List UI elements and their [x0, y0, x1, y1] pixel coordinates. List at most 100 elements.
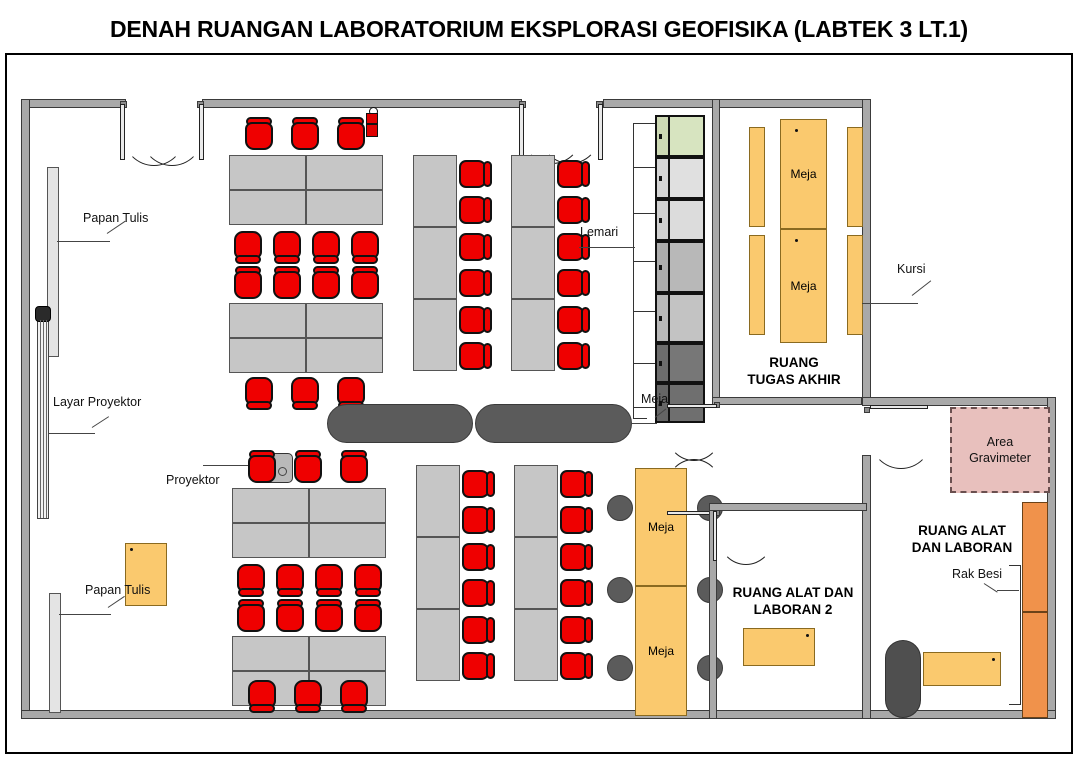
- cabinet: [655, 293, 705, 343]
- chair: [233, 266, 263, 299]
- door-leaf-ta-a: [667, 404, 717, 408]
- chair: [462, 615, 495, 645]
- leader-kursi-diag: [911, 280, 932, 296]
- chair: [350, 266, 380, 299]
- door-arc-ta-b: [667, 459, 721, 513]
- leader-proyektor: [203, 465, 259, 466]
- table: [514, 609, 558, 681]
- chair: [314, 564, 344, 597]
- chair: [560, 505, 593, 535]
- cabinet-door: [657, 243, 670, 291]
- chair: [275, 564, 305, 597]
- label-proyektor: Proyektor: [166, 473, 220, 487]
- leader-rak-besi: [997, 590, 1019, 591]
- table: [511, 227, 555, 299]
- area-gravimeter: Area Gravimeter: [950, 407, 1050, 493]
- table: [229, 190, 306, 225]
- table: [229, 155, 306, 190]
- leader-papan-tulis-bottom-diag: [107, 595, 125, 608]
- room-label-laboran2: RUANG ALAT DAN LABORAN 2: [732, 585, 854, 617]
- label-papan-tulis-bottom: Papan Tulis: [85, 583, 151, 597]
- table: [416, 537, 460, 609]
- table: [232, 523, 309, 558]
- table: [327, 404, 473, 443]
- chair: [560, 542, 593, 572]
- chair: [459, 341, 492, 371]
- table: [232, 636, 309, 671]
- chair: [275, 599, 305, 632]
- wall-laboran2-top: [709, 503, 867, 511]
- table: Meja: [635, 586, 687, 716]
- chair: [244, 117, 274, 150]
- chair: [311, 231, 341, 264]
- chair: [462, 542, 495, 572]
- table: [413, 227, 457, 299]
- desk-laboran2: [743, 628, 815, 666]
- wall-tugas-akhir-bottom: [712, 397, 862, 405]
- label-lemari: Lemari: [580, 225, 619, 239]
- stool: [607, 655, 633, 681]
- chair: [560, 651, 593, 681]
- label-layar-proyektor: Layar Proyektor: [53, 395, 142, 409]
- projector-screen: [35, 306, 51, 519]
- desk-laboran-marker: [992, 658, 995, 661]
- chair-bar: [847, 235, 863, 335]
- leader-rak-besi-diag: [983, 583, 998, 593]
- table: Meja: [780, 119, 827, 229]
- stool: [607, 577, 633, 603]
- chair: [290, 377, 320, 410]
- lemari-tick: [633, 261, 655, 262]
- chair: [272, 231, 302, 264]
- chair: [560, 615, 593, 645]
- door-leaf-laboran: [870, 405, 928, 409]
- chair: [459, 305, 492, 335]
- office-chair-laboran2: [759, 670, 799, 712]
- door-arc-ta-a: [667, 407, 721, 461]
- chair: [233, 231, 263, 264]
- cabinet-door: [657, 295, 670, 341]
- chair: [236, 599, 266, 632]
- floor-plan-canvas: Papan Tulis Layar Proyektor Proyektor Pa…: [7, 55, 1071, 752]
- chair: [459, 268, 492, 298]
- chair: [462, 469, 495, 499]
- table: [306, 155, 383, 190]
- label-rak-besi: Rak Besi: [952, 567, 1003, 581]
- lemari-tick: [633, 213, 655, 214]
- chair: [557, 268, 590, 298]
- door-jamb-laboran: [864, 407, 870, 413]
- chair: [350, 231, 380, 264]
- leader-layar-proyektor-diag: [91, 416, 110, 428]
- cabinet: [655, 115, 705, 157]
- label-kursi: Kursi: [897, 262, 926, 276]
- table: Meja: [780, 229, 827, 343]
- table: [413, 299, 457, 371]
- table: [232, 488, 309, 523]
- cabinet: [655, 241, 705, 293]
- chair: [462, 505, 495, 535]
- table: [413, 155, 457, 227]
- cabinet: [655, 343, 705, 383]
- wall-bottom: [21, 710, 871, 719]
- chair: [557, 341, 590, 371]
- lemari-tick: [633, 167, 655, 168]
- cabinet-tall-laboran: [885, 640, 921, 718]
- whiteboard-bottom: [49, 593, 61, 713]
- chair: [353, 564, 383, 597]
- leader-lemari: [579, 247, 635, 248]
- rak-besi-bracket: [1009, 565, 1021, 705]
- table: [229, 303, 306, 338]
- chair: [339, 450, 369, 483]
- wall-left: [21, 99, 30, 719]
- projector-knob: [278, 467, 287, 476]
- table: [511, 155, 555, 227]
- lemari-tick: [633, 363, 655, 364]
- chair-bar: [749, 235, 765, 335]
- lemari-tick: [633, 407, 655, 408]
- rak-besi-lower: [1022, 612, 1048, 718]
- wall-top-right: [603, 99, 871, 108]
- chair: [339, 680, 369, 713]
- table: [475, 404, 632, 443]
- chair: [311, 266, 341, 299]
- table: [306, 190, 383, 225]
- chair: [244, 377, 274, 410]
